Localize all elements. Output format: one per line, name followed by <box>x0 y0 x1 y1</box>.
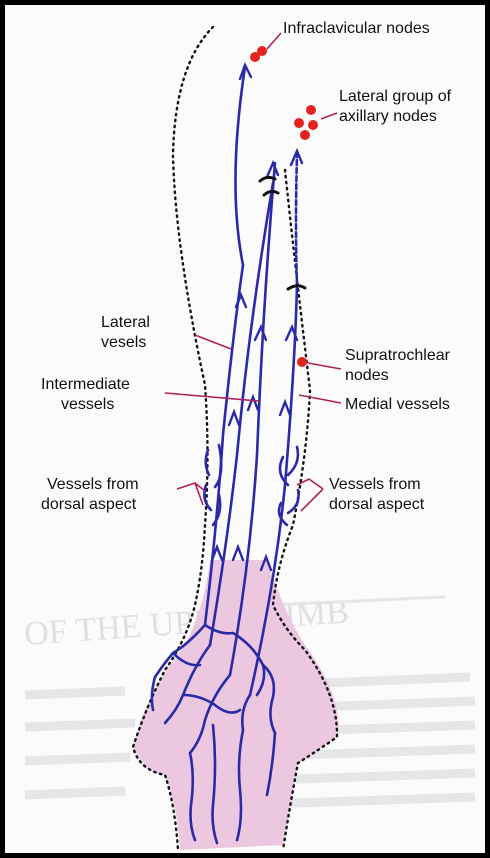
intermediate-vessels-label-line1: Intermediate <box>41 376 130 393</box>
vessel-arrows <box>212 65 302 570</box>
medial-vessel-upper <box>296 155 297 285</box>
lateral-group-label-line1: Lateral group of <box>339 88 452 105</box>
infraclavicular-node <box>257 46 267 56</box>
lateral-vessels-label-line1: Lateral <box>101 314 150 331</box>
lateral-group-label-line2: axillary nodes <box>339 108 437 125</box>
medial-vessels-label: Medial vessels <box>345 396 450 413</box>
dorsal-right-label-line2: dorsal aspect <box>329 496 425 513</box>
infraclavicular-label: Infraclavicular nodes <box>283 20 430 37</box>
dorsal-left-label-line1: Vessels from <box>47 476 139 493</box>
axillary-node <box>306 105 316 115</box>
axillary-node <box>308 120 318 130</box>
dorsal-left-label-line2: dorsal aspect <box>41 496 137 513</box>
dorsal-right-label-line1: Vessels from <box>329 476 421 493</box>
lymph-nodes <box>250 46 318 367</box>
leader-lines <box>165 33 341 511</box>
supratrochlear-label-line1: Supratrochlear <box>345 347 451 364</box>
intermediate-vessels-label-line2: vessels <box>61 396 114 413</box>
supratrochlear-node <box>297 357 307 367</box>
axillary-node <box>294 118 304 128</box>
lymphatic-diagram: OF THE UPPER LIMB <box>5 5 485 853</box>
supratrochlear-label-line2: nodes <box>345 367 389 384</box>
axillary-node <box>300 130 310 140</box>
lateral-vessels-label-line2: vesels <box>101 334 146 351</box>
